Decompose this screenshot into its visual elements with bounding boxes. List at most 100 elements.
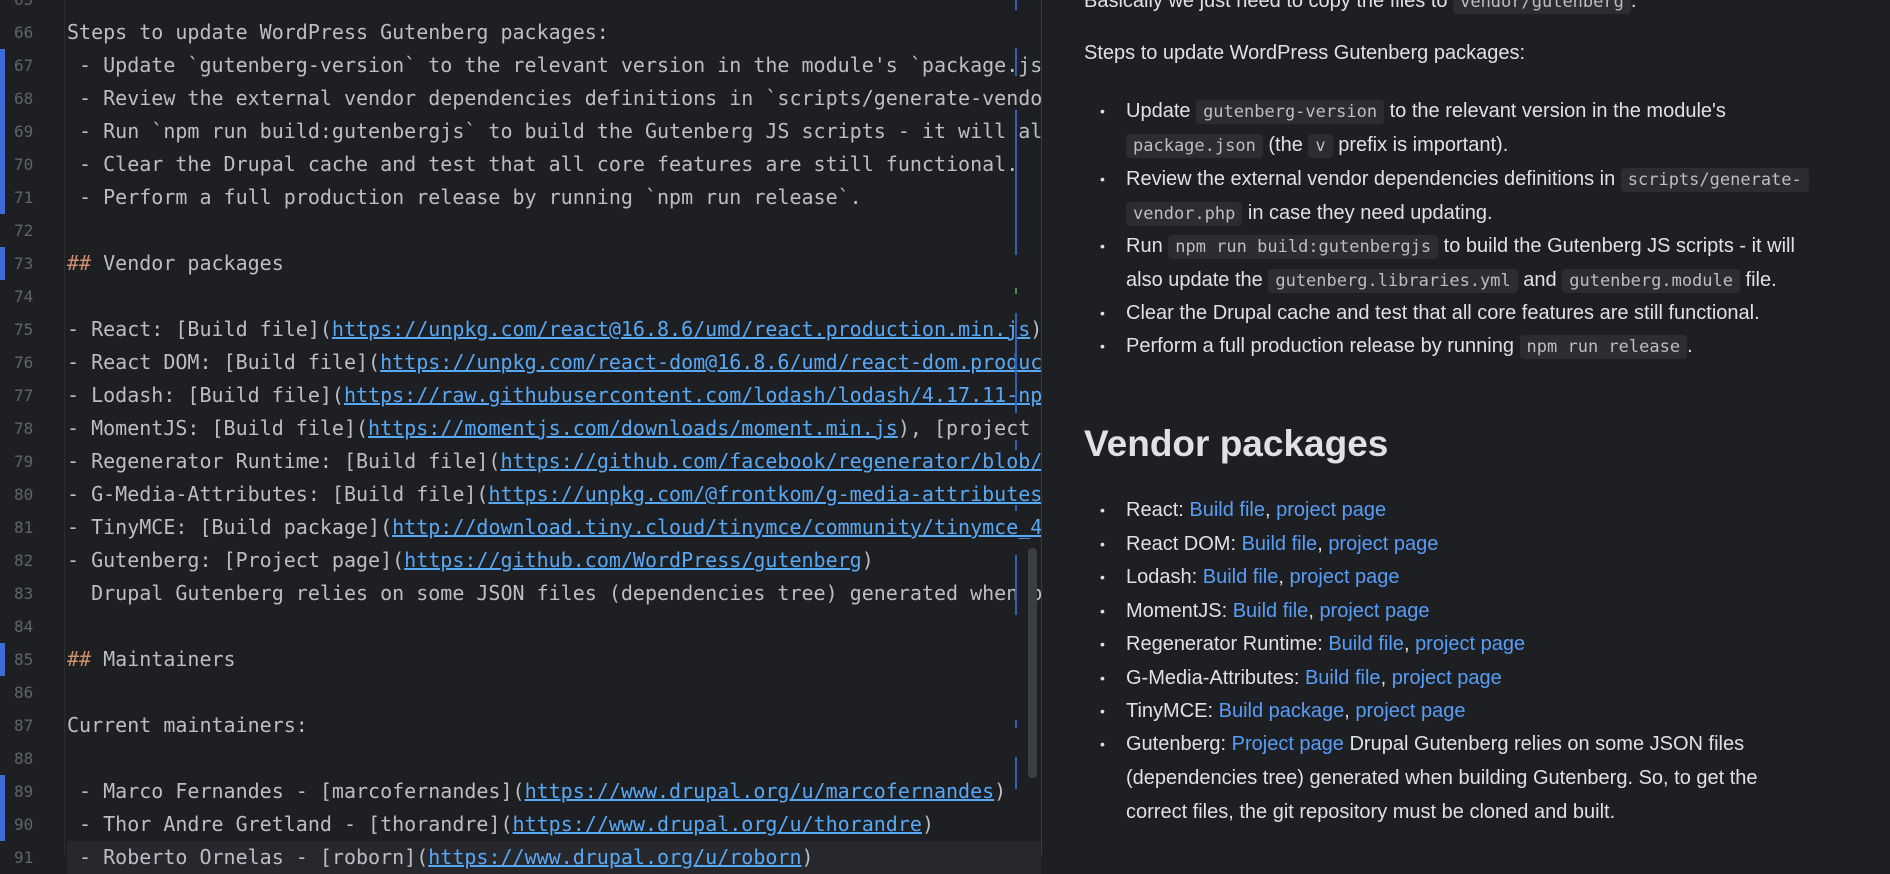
line-number: 76 [14, 353, 34, 372]
vcs-change-marker[interactable] [0, 49, 5, 82]
gutter-line: 74 [0, 280, 64, 313]
separator: , [1264, 499, 1277, 521]
vendor-item: •MomentJS: Build file, project page [1100, 594, 1430, 628]
vendor-packages-heading: Vendor packages [1084, 423, 1389, 464]
vendor-item-gutenberg: •Gutenberg: Project page Drupal Gutenber… [1100, 727, 1744, 761]
gutter-line: 68 [0, 82, 64, 115]
vcs-change-marker[interactable] [0, 808, 5, 841]
build-link[interactable]: Build file [1232, 599, 1309, 622]
steps-item-1-cont: package.json (the v prefix is important)… [1126, 128, 1508, 163]
vcs-change-marker[interactable] [0, 181, 5, 214]
build-link[interactable]: Build file [1202, 566, 1279, 588]
bullet: • [1100, 569, 1105, 585]
project-page-link[interactable]: project page [1319, 599, 1430, 622]
editor-scrollbar[interactable] [1028, 548, 1037, 778]
vcs-change-marker[interactable] [0, 148, 5, 181]
code-line-75[interactable]: - React: [Build file](https://unpkg.com/… [67, 317, 1043, 341]
vendor-name: Lodash: [1126, 566, 1203, 588]
code-line-91[interactable]: - Roberto Ornelas - [roborn](https://www… [67, 841, 1041, 874]
bullet: • [1100, 703, 1105, 719]
code-link[interactable]: https://raw.githubusercontent.com/lodash… [343, 383, 1043, 407]
code-line-80[interactable]: - G-Media-Attributes: [Build file](https… [67, 482, 1043, 506]
line-number: 79 [14, 452, 34, 471]
code-line-82[interactable]: - Gutenberg: [Project page](https://gith… [67, 548, 874, 572]
bullet: • [1100, 238, 1105, 254]
code-line-90[interactable]: - Thor Andre Gretland - [thorandre](http… [67, 812, 934, 836]
pane-splitter[interactable] [1041, 0, 1042, 855]
code-line-71[interactable]: - Perform a full production release by r… [67, 185, 862, 209]
heading-marker: ## [67, 251, 92, 275]
gutter-line: 67 [0, 49, 64, 82]
code-link[interactable]: https://momentjs.com/downloads/moment.mi… [368, 416, 898, 440]
vcs-change-marker[interactable] [0, 82, 5, 115]
code-link[interactable]: https://www.drupal.org/u/thorandre [512, 812, 922, 836]
project-page-link[interactable]: project page [1391, 666, 1502, 689]
inline-code: vendor.php [1126, 202, 1243, 226]
bullet: • [1100, 502, 1105, 518]
code-link[interactable]: https://github.com/WordPress/gutenberg [404, 548, 862, 572]
code-link[interactable]: http://download.tiny.cloud/tinymce/commu… [392, 515, 1043, 539]
code-link[interactable]: https://github.com/facebook/regenerator/… [500, 449, 1043, 473]
vendor-item: •Regenerator Runtime: Build file, projec… [1100, 627, 1526, 661]
project-page-link[interactable]: project page [1415, 633, 1526, 655]
separator: , [1317, 532, 1329, 555]
project-page-link[interactable]: Project page [1231, 733, 1344, 755]
inline-code: npm run build:gutenbergjs [1168, 235, 1439, 259]
inline-code: gutenberg-version [1196, 100, 1385, 124]
vcs-change-marker[interactable] [0, 115, 5, 148]
build-link[interactable]: Build package [1218, 700, 1345, 722]
vcs-change-marker[interactable] [0, 775, 5, 808]
code-area[interactable]: Steps to update WordPress Gutenberg pack… [67, 0, 1043, 874]
vcs-change-marker[interactable] [0, 643, 5, 676]
code-line-85[interactable]: ## Maintainers [67, 647, 236, 671]
code-line-79[interactable]: - Regenerator Runtime: [Build file](http… [67, 449, 1043, 473]
gutter-line: 79 [0, 445, 64, 478]
code-line-78[interactable]: - MomentJS: [Build file](https://momentj… [67, 416, 1043, 440]
inline-code: gutenberg.libraries.yml [1268, 269, 1518, 293]
inline-code: npm run release [1519, 335, 1688, 359]
code-line-76[interactable]: - React DOM: [Build file](https://unpkg.… [67, 350, 1043, 374]
code-line-67[interactable]: - Update `gutenberg-version` to the rele… [67, 53, 1043, 77]
code-line-66[interactable]: Steps to update WordPress Gutenberg pack… [67, 20, 609, 44]
gutter-line: 73 [0, 247, 64, 280]
separator: , [1278, 566, 1290, 588]
steps-title: Steps to update WordPress Gutenberg pack… [1084, 42, 1526, 64]
project-page-link[interactable]: project page [1355, 700, 1466, 722]
code-link[interactable]: https://unpkg.com/react-dom@16.8.6/umd/r… [380, 350, 1043, 374]
code-line-70[interactable]: - Clear the Drupal cache and test that a… [67, 152, 1019, 176]
gutter-line: 71 [0, 181, 64, 214]
gutter-line: 83 [0, 577, 64, 610]
build-link[interactable]: Build file [1304, 666, 1381, 689]
gutter-line: 90 [0, 808, 64, 841]
gutter-line: 82 [0, 544, 64, 577]
project-page-link[interactable]: project page [1276, 499, 1387, 521]
project-page-link[interactable]: project page [1328, 532, 1439, 555]
code-line-68[interactable]: - Review the external vendor dependencie… [67, 86, 1043, 110]
line-number: 88 [14, 749, 34, 768]
code-link[interactable]: https://www.drupal.org/u/roborn [428, 845, 802, 869]
code-line-87[interactable]: Current maintainers: [67, 713, 308, 737]
code-line-77[interactable]: - Lodash: [Build file](https://raw.githu… [67, 383, 1043, 407]
code-line-81[interactable]: - TinyMCE: [Build package](http://downlo… [67, 515, 1043, 539]
build-link[interactable]: Build file [1241, 532, 1318, 555]
build-link[interactable]: Build file [1189, 499, 1265, 521]
code-link[interactable]: https://www.drupal.org/u/marcofernandes [524, 779, 995, 803]
heading-marker: ## [67, 647, 92, 671]
line-number: 84 [14, 617, 34, 636]
code-line-69[interactable]: - Run `npm run build:gutenbergjs` to bui… [67, 119, 1043, 143]
line-number: 87 [14, 716, 34, 735]
code-link[interactable]: https://unpkg.com/react@16.8.6/umd/react… [331, 317, 1031, 341]
markdown-source-editor[interactable]: 6566676869707172737475767778798081828384… [0, 0, 1043, 874]
markdown-preview: Basically we just need to copy the files… [1042, 0, 1890, 855]
inline-code: scripts/generate- [1620, 168, 1809, 192]
code-line-89[interactable]: - Marco Fernandes - [marcofernandes](htt… [67, 779, 1007, 803]
vendor-name: G-Media-Attributes: [1126, 666, 1305, 689]
build-link[interactable]: Build file [1328, 633, 1404, 655]
vcs-change-marker[interactable] [0, 247, 5, 280]
project-page-link[interactable]: project page [1289, 566, 1400, 588]
gutter-line: 88 [0, 742, 64, 775]
code-link[interactable]: https://unpkg.com/@frontkom/g-media-attr… [488, 482, 1043, 506]
code-line-73[interactable]: ## Vendor packages [67, 251, 284, 275]
code-line-83[interactable]: Drupal Gutenberg relies on some JSON fil… [67, 581, 1043, 605]
line-number: 74 [14, 287, 34, 306]
